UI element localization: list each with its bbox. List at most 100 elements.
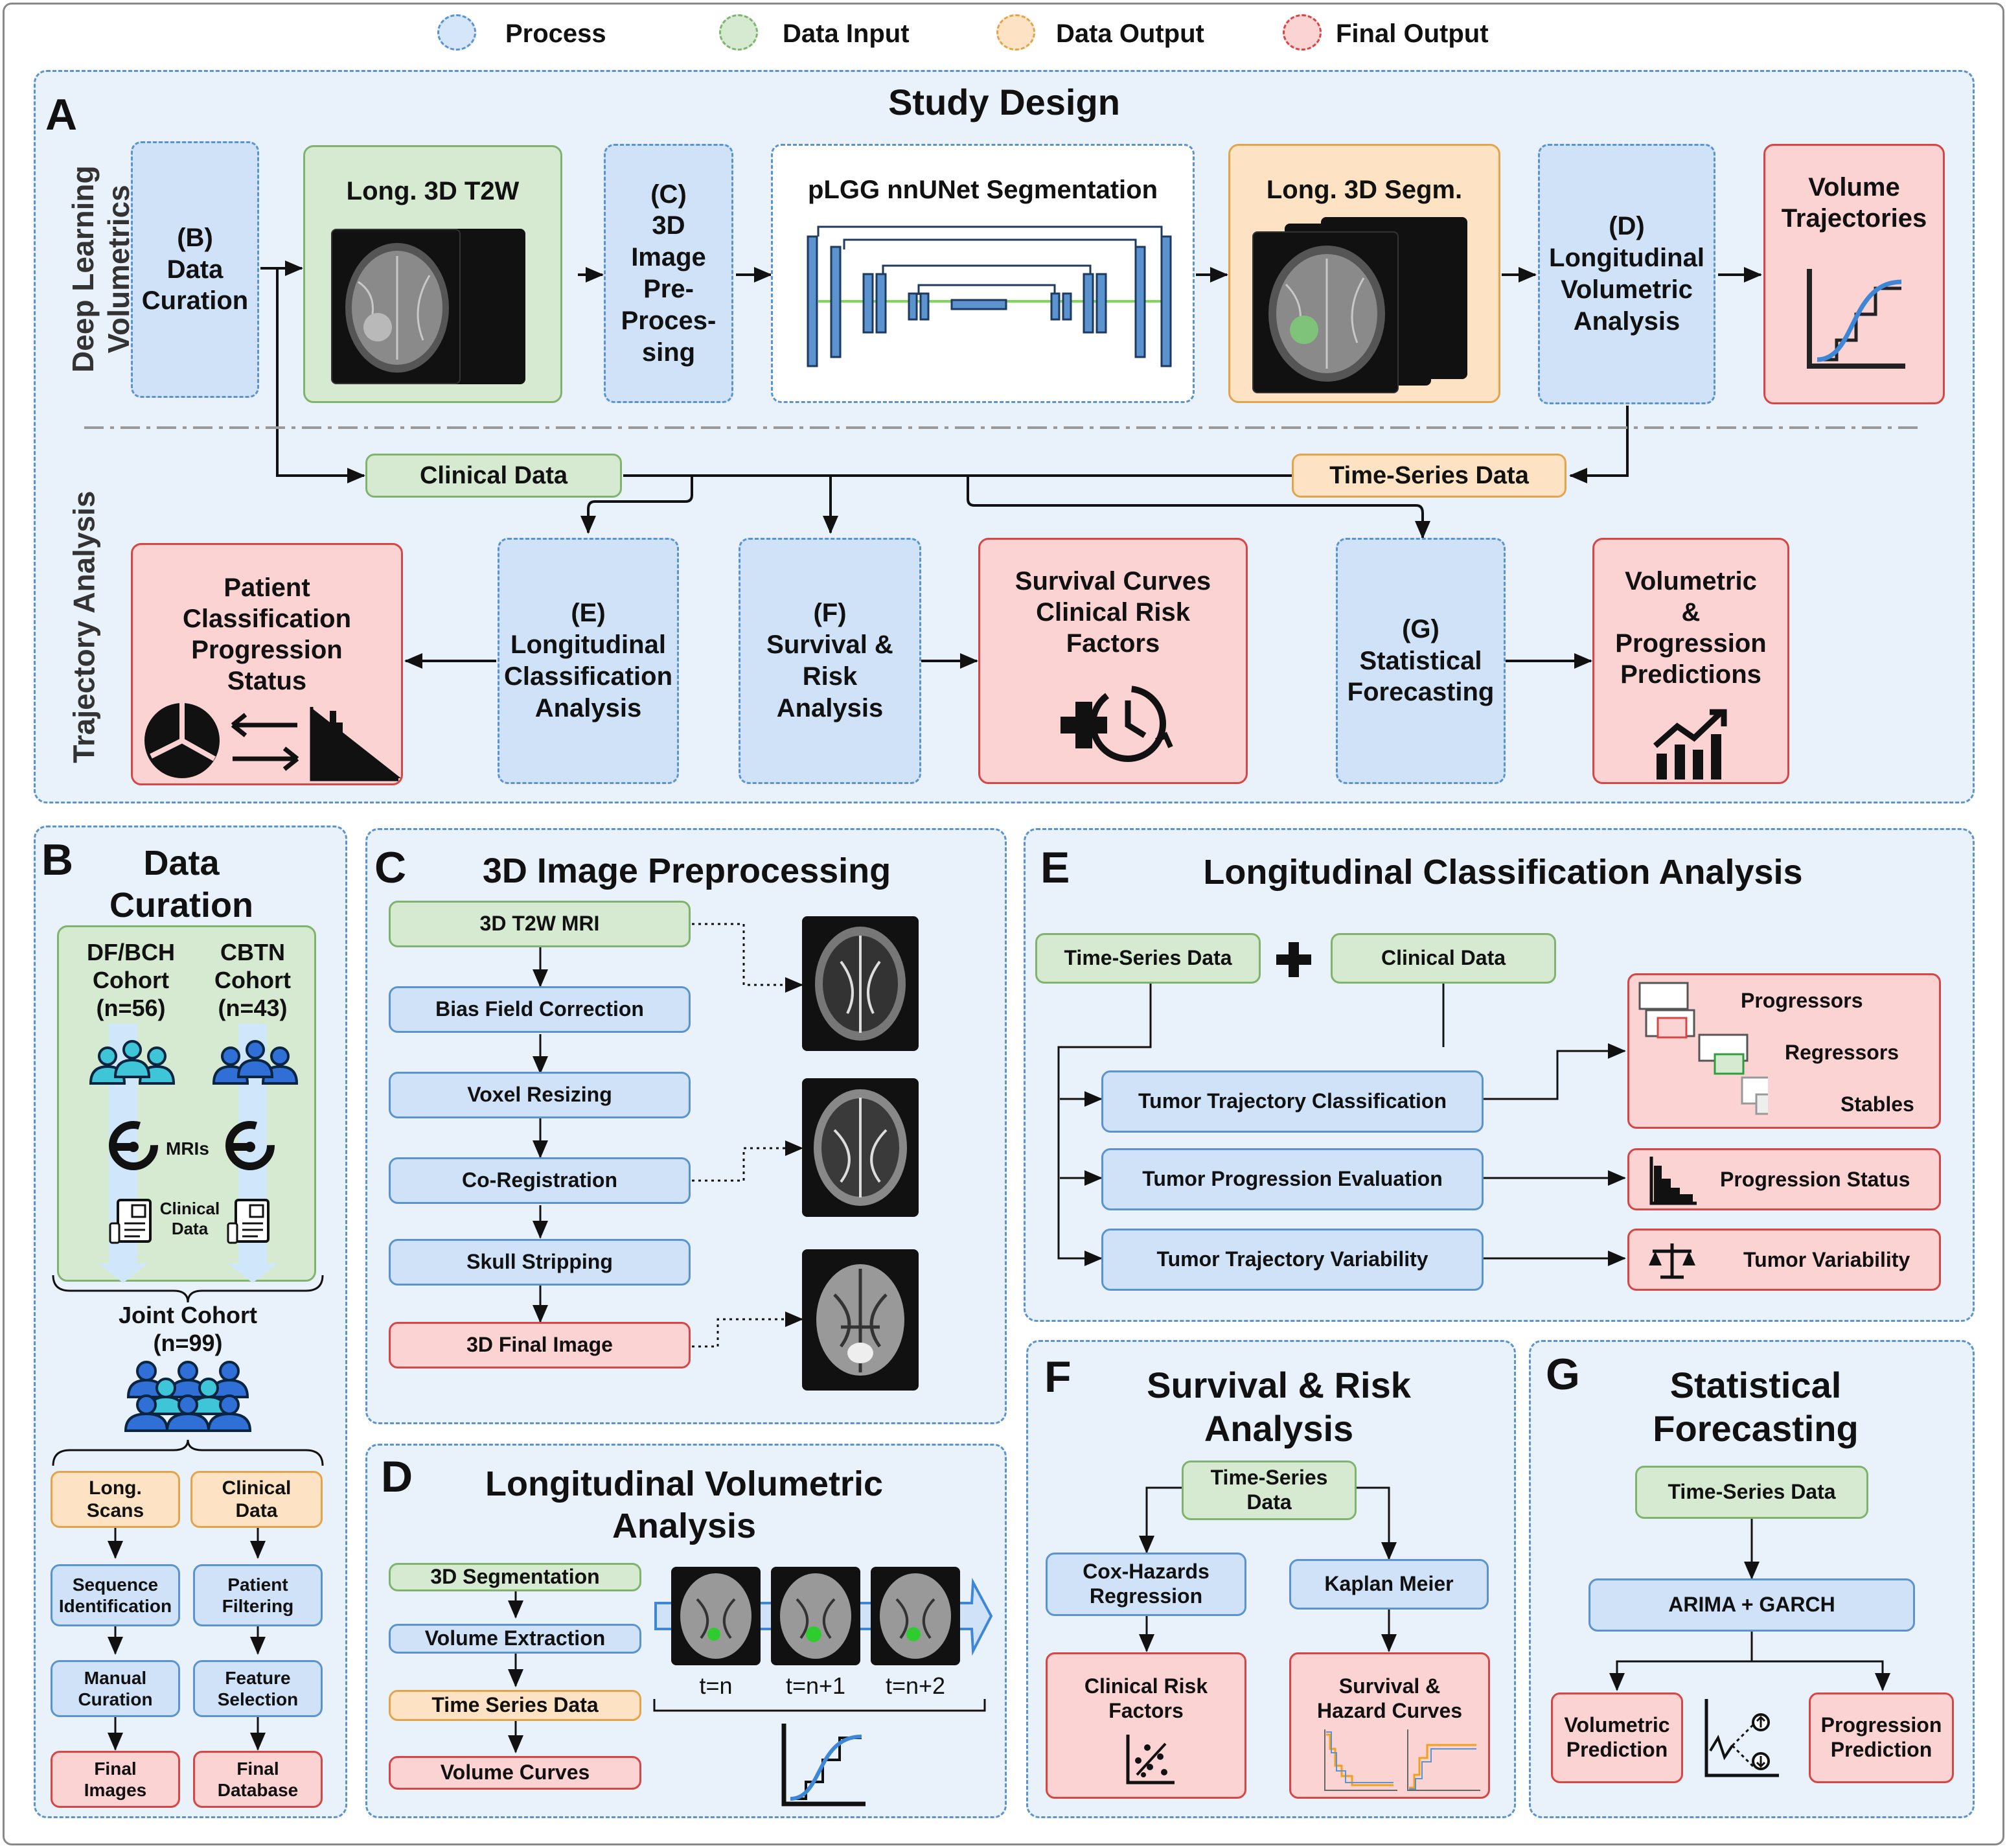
row-label-trajectory: Trajectory Analysis <box>67 491 101 763</box>
timepoint-label-3: t=n+2 <box>885 1672 946 1699</box>
pie-icon <box>144 703 220 778</box>
data-curation-box[interactable]: (B) Data Curation <box>131 141 259 398</box>
progression-evaluation-pill[interactable]: Tumor Progression Evaluation <box>1101 1148 1484 1210</box>
survival-hazard-output-box[interactable]: Survival & Hazard Curves <box>1289 1652 1490 1799</box>
manual-curation-pill[interactable]: Manual Curation <box>51 1660 180 1717</box>
plus-icon <box>1276 942 1311 977</box>
c-step-t2w-mri[interactable]: 3D T2W MRI <box>389 901 691 947</box>
patient-filtering-pill[interactable]: Patient Filtering <box>193 1564 323 1626</box>
final-images-pill[interactable]: Final Images <box>51 1751 180 1808</box>
timepoint-label-2: t=n+1 <box>785 1672 846 1699</box>
process-legend-label: Process <box>505 19 606 48</box>
panel-c-title: 3D Image Preprocessing <box>482 851 891 890</box>
clinical-data-label: Clinical Data <box>159 1199 220 1239</box>
patient-classification-box[interactable]: Patient Classification Progression Statu… <box>131 543 403 785</box>
forecast-icon <box>1704 1699 1779 1777</box>
volumetric-analysis-box[interactable]: (D) Longitudinal Volumetric Analysis <box>1538 144 1715 404</box>
trajectory-variability-pill[interactable]: Tumor Trajectory Variability <box>1101 1229 1484 1291</box>
unet-diagram <box>807 225 1172 367</box>
b-clinical-data-pill[interactable]: Clinical Data <box>190 1471 323 1528</box>
long-t2w-box[interactable]: Long. 3D T2W <box>303 145 562 403</box>
time-series-data-pill[interactable]: Time-Series Data <box>1292 454 1566 498</box>
c-step-bias-field[interactable]: Bias Field Correction <box>389 986 691 1033</box>
volume-trajectories-box[interactable]: Volume Trajectories <box>1763 144 1945 404</box>
d-step-segmentation[interactable]: 3D Segmentation <box>389 1563 641 1591</box>
panel-g-title: Statistical Forecasting <box>1653 1365 1859 1450</box>
arima-garch-pill[interactable]: ARIMA + GARCH <box>1588 1578 1915 1632</box>
c-step-co-registration[interactable]: Co-Registration <box>389 1157 691 1204</box>
long-scans-pill[interactable]: Long. Scans <box>51 1471 180 1528</box>
data-input-legend-label: Data Input <box>783 19 910 48</box>
e-time-series-pill[interactable]: Time-Series Data <box>1035 933 1261 984</box>
mris-label: MRIs <box>166 1138 209 1159</box>
classification-analysis-box[interactable]: (E) Longitudinal Classification Analysis <box>498 538 679 784</box>
figure-frame <box>3 3 2004 1845</box>
progressors-label: Progressors <box>1741 989 1863 1012</box>
d-step-volume-curves[interactable]: Volume Curves <box>389 1756 641 1790</box>
stables-label: Stables <box>1841 1092 1914 1116</box>
risk-factors-output-box[interactable]: Clinical Risk Factors <box>1046 1652 1246 1799</box>
classification-icons <box>144 703 401 781</box>
cohort1-people-icon <box>89 1040 176 1085</box>
panel-f-letter: F <box>1044 1352 1072 1402</box>
volumetric-prediction-pill[interactable]: Volumetric Prediction <box>1551 1692 1683 1783</box>
preprocessing-box[interactable]: (C) 3D Image Pre- Proces- sing <box>604 144 733 403</box>
final-database-pill[interactable]: Final Database <box>193 1751 323 1808</box>
d-step-time-series[interactable]: Time Series Data <box>389 1690 641 1721</box>
data-output-legend-label: Data Output <box>1056 19 1204 48</box>
hazard-curve-icon <box>1407 1729 1480 1791</box>
g-time-series-pill[interactable]: Time-Series Data <box>1635 1466 1868 1519</box>
clinical-record-icon-2 <box>227 1199 270 1244</box>
f-time-series-pill[interactable]: Time-Series Data <box>1182 1461 1357 1520</box>
predictions-label: Volumetric & Progression Predictions <box>1615 567 1767 689</box>
class-cards-icon <box>1638 982 1768 1115</box>
mri-stack-front <box>331 229 461 384</box>
timepoint-label-1: t=n <box>699 1672 733 1699</box>
timepoint-scan-1 <box>671 1567 761 1665</box>
skull-stripped-thumbnail <box>802 1249 919 1391</box>
regressors-label: Regressors <box>1785 1041 1899 1064</box>
feature-selection-pill[interactable]: Feature Selection <box>193 1660 323 1717</box>
data-input-legend-swatch <box>719 14 758 51</box>
panel-b-title: Data Curation <box>109 844 253 925</box>
mri-scanner-icon-1 <box>109 1121 158 1170</box>
e-clinical-data-pill[interactable]: Clinical Data <box>1331 933 1556 984</box>
panel-a-letter: A <box>45 90 78 139</box>
forecasting-box[interactable]: (G) Statistical Forecasting <box>1336 538 1506 784</box>
segmented-slice <box>1268 246 1385 382</box>
kaplan-meier-pill[interactable]: Kaplan Meier <box>1289 1559 1489 1610</box>
c-step-final-image[interactable]: 3D Final Image <box>389 1322 691 1369</box>
progression-status-output-box[interactable]: Progression Status <box>1627 1148 1941 1210</box>
survival-curves-box[interactable]: Survival Curves Clinical Risk Factors <box>978 538 1248 784</box>
c-step-voxel-resizing[interactable]: Voxel Resizing <box>389 1072 691 1118</box>
tumor-variability-output-box[interactable]: Tumor Variability <box>1627 1229 1941 1291</box>
axial-t2w-slice <box>345 243 449 373</box>
timepoint-scan-3 <box>871 1567 960 1665</box>
predictions-box[interactable]: Volumetric & Progression Predictions <box>1592 538 1789 784</box>
long-segm-box[interactable]: Long. 3D Segm. <box>1228 144 1500 403</box>
volume-curve-icon <box>781 1724 866 1807</box>
legend: Process Data Input Data Output Final Out… <box>428 12 1529 57</box>
d-step-volume-extraction[interactable]: Volume Extraction <box>389 1624 641 1654</box>
classes-output-box[interactable]: Progressors Regressors Stables <box>1627 973 1941 1129</box>
panel-b-letter: B <box>41 835 74 884</box>
progression-prediction-pill[interactable]: Progression Prediction <box>1809 1692 1954 1783</box>
timepoint-scan-2 <box>771 1567 860 1665</box>
sequence-identification-pill[interactable]: Sequence Identification <box>51 1564 180 1626</box>
growth-chart-icon <box>1653 709 1727 780</box>
joint-cohort-label: Joint Cohort (n=99) <box>119 1302 257 1357</box>
raw-mri-thumbnail <box>802 916 919 1051</box>
c-step-skull-stripping[interactable]: Skull Stripping <box>389 1239 691 1286</box>
cohort-area <box>57 925 316 1282</box>
survival-risk-box[interactable]: (F) Survival & Risk Analysis <box>739 538 921 784</box>
cox-hazards-pill[interactable]: Cox-Hazards Regression <box>1046 1553 1246 1616</box>
segmentation-box[interactable]: pLGG nnUNet Segmentation <box>771 144 1195 403</box>
panel-e-title: Longitudinal Classification Analysis <box>1203 853 1803 892</box>
survival-curves-label: Survival Curves Clinical Risk Factors <box>1015 567 1211 658</box>
patient-classification-label: Patient Classification Progression Statu… <box>182 573 352 695</box>
volume-trajectories-label: Volume Trajectories <box>1781 173 1927 233</box>
panel-a-title: Study Design <box>888 82 1120 122</box>
trajectory-curve-icon <box>1807 269 1905 369</box>
clinical-data-pill[interactable]: Clinical Data <box>365 454 622 498</box>
trajectory-classification-pill[interactable]: Tumor Trajectory Classification <box>1101 1070 1484 1133</box>
